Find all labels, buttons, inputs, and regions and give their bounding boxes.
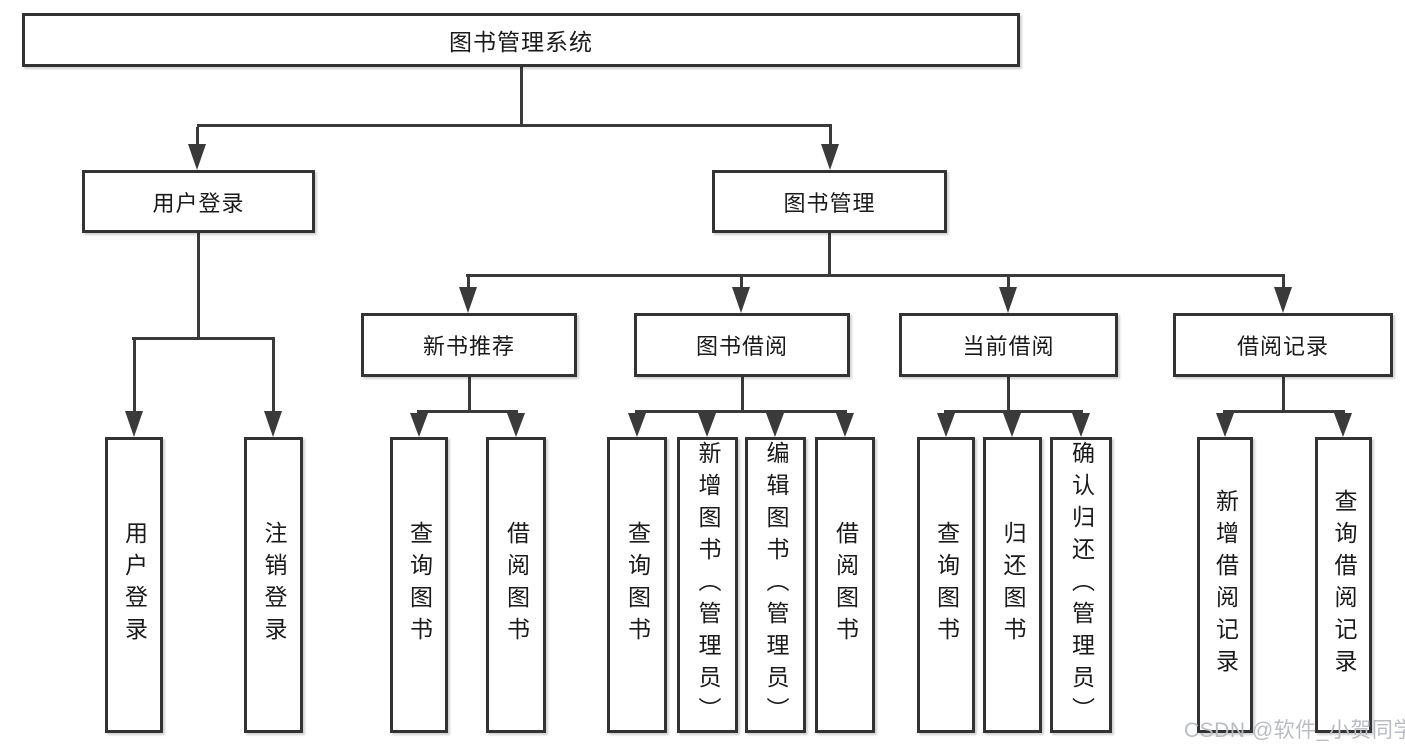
node-library-system-label: 图书管理系统: [449, 29, 593, 55]
connector-line: [466, 277, 470, 289]
arrow-down-icon: [937, 413, 955, 437]
arrow-down-icon: [821, 144, 839, 170]
node-current-borrowing-label: 当前借阅: [962, 334, 1055, 359]
connector-line: [271, 340, 275, 413]
connector-line: [417, 410, 518, 413]
connector-line: [196, 231, 200, 340]
arrow-down-icon: [410, 413, 428, 437]
arrow-down-icon: [766, 413, 784, 437]
leaf-user-login: 用户登录: [105, 437, 163, 733]
leaf-user-login-label: 用户登录: [121, 521, 148, 649]
leaf-records-add-record-label: 新增借阅记录: [1212, 489, 1239, 681]
connector-line: [519, 65, 523, 127]
arrow-down-icon: [732, 287, 750, 313]
leaf-borrow-add-books-admin: 新增图书（管理员）: [677, 437, 738, 733]
connector-line: [1006, 277, 1010, 289]
leaf-current-confirm-return-admin-label: 确认归还（管理员）: [1068, 441, 1095, 729]
connector-line: [944, 410, 1083, 413]
node-user-login-label: 用户登录: [152, 190, 245, 216]
connector-line: [132, 337, 275, 340]
leaf-borrow-edit-books-admin: 编辑图书（管理员）: [745, 437, 806, 733]
connector-line: [828, 127, 832, 146]
arrow-down-icon: [264, 411, 282, 437]
leaf-newbook-borrow-books-label: 借阅图书: [503, 521, 530, 649]
arrow-down-icon: [125, 411, 143, 437]
connector-line: [466, 274, 1285, 277]
arrow-down-icon: [836, 413, 854, 437]
leaf-borrow-borrow-books: 借阅图书: [815, 437, 875, 733]
leaf-current-query-books-label: 查询图书: [933, 521, 960, 649]
leaf-current-return-books-label: 归还图书: [1000, 521, 1026, 649]
connector-line: [635, 410, 847, 413]
node-borrowing-records: 借阅记录: [1173, 313, 1393, 377]
leaf-records-query-record-label: 查询借阅记录: [1331, 489, 1357, 681]
node-new-book-recommend-label: 新书推荐: [422, 334, 515, 359]
leaf-newbook-query-books-label: 查询图书: [406, 521, 433, 649]
leaf-current-confirm-return-admin: 确认归还（管理员）: [1050, 437, 1112, 733]
leaf-borrow-query-books-label: 查询图书: [624, 521, 651, 649]
connector-line: [1006, 375, 1010, 413]
node-new-book-recommend: 新书推荐: [361, 313, 577, 377]
arrow-down-icon: [1072, 413, 1090, 437]
connector-line: [1281, 375, 1285, 413]
connector-line: [1281, 277, 1285, 289]
connector-line: [197, 124, 832, 127]
connector-line: [739, 277, 743, 289]
connector-line: [827, 231, 831, 277]
node-book-borrowing: 图书借阅: [634, 313, 850, 377]
node-library-system: 图书管理系统: [22, 13, 1020, 67]
connector-line: [195, 127, 199, 146]
leaf-current-query-books: 查询图书: [917, 437, 975, 733]
arrow-down-icon: [188, 144, 206, 170]
leaf-records-query-record: 查询借阅记录: [1315, 437, 1372, 733]
node-book-management-label: 图书管理: [783, 190, 876, 216]
arrow-down-icon: [1003, 413, 1021, 437]
leaf-records-add-record: 新增借阅记录: [1197, 437, 1253, 733]
leaf-borrow-borrow-books-label: 借阅图书: [832, 521, 859, 649]
node-borrowing-records-label: 借阅记录: [1236, 334, 1329, 359]
arrow-down-icon: [1334, 413, 1352, 437]
arrow-down-icon: [628, 413, 646, 437]
leaf-borrow-add-books-admin-label: 新增图书（管理员）: [695, 441, 721, 729]
leaf-newbook-query-books: 查询图书: [390, 437, 448, 733]
watermark: CSDN @软件_小贺同学: [1184, 719, 1405, 742]
arrow-down-icon: [459, 287, 477, 313]
arrow-down-icon: [1216, 413, 1234, 437]
node-book-borrowing-label: 图书借阅: [695, 334, 788, 359]
arrow-down-icon: [507, 413, 525, 437]
arrow-down-icon: [1274, 287, 1292, 313]
node-user-login: 用户登录: [82, 170, 315, 233]
connector-line: [132, 340, 136, 413]
arrow-down-icon: [999, 287, 1017, 313]
arrow-down-icon: [698, 413, 716, 437]
node-book-management: 图书管理: [712, 170, 947, 233]
leaf-borrow-edit-books-admin-label: 编辑图书（管理员）: [763, 441, 789, 729]
node-current-borrowing: 当前借阅: [899, 313, 1118, 377]
connector-line: [740, 375, 744, 413]
leaf-current-return-books: 归还图书: [983, 437, 1042, 733]
connector-line: [467, 375, 471, 413]
leaf-newbook-borrow-books: 借阅图书: [486, 437, 546, 733]
leaf-borrow-query-books: 查询图书: [607, 437, 667, 733]
leaf-logout-label: 注销登录: [261, 521, 287, 649]
connector-line: [1223, 410, 1345, 413]
leaf-logout: 注销登录: [244, 437, 303, 733]
